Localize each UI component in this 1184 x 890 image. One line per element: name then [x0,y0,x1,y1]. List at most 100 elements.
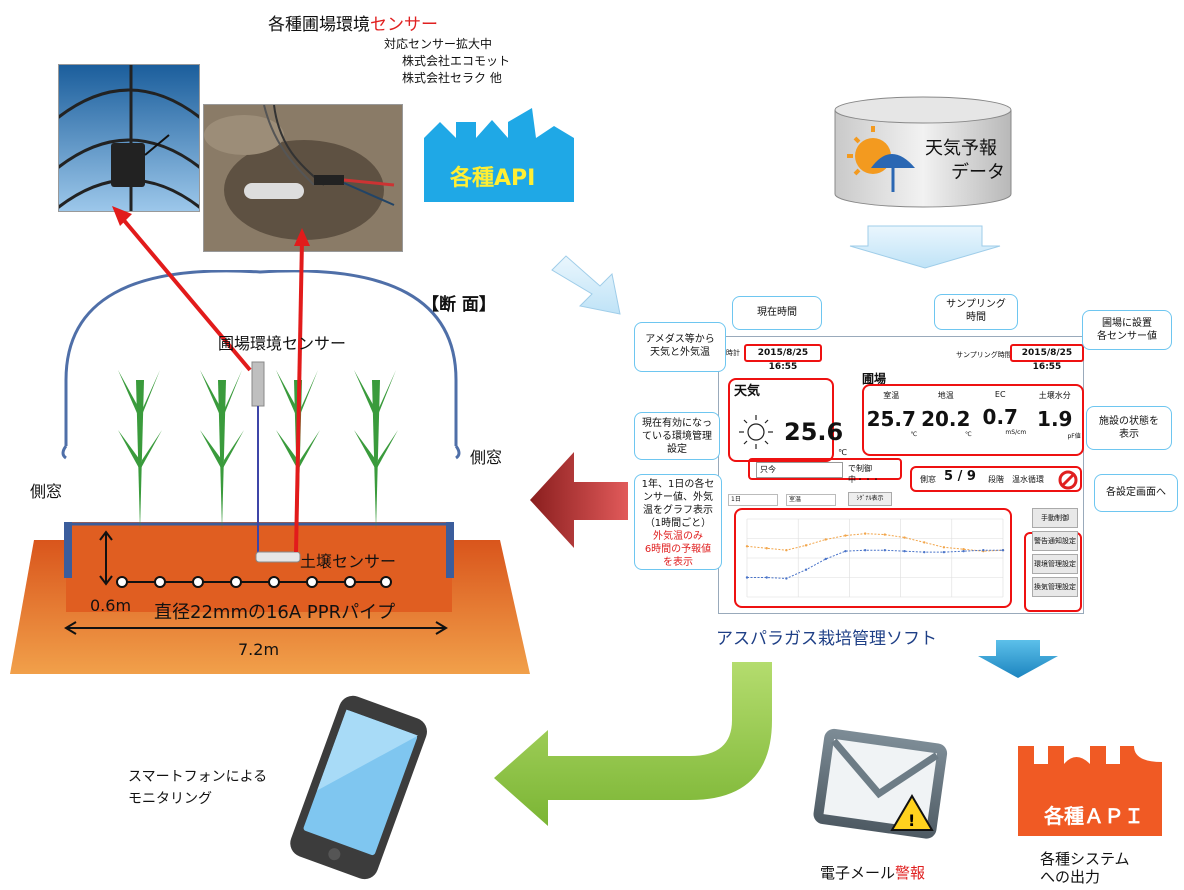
field-sensor-label: 圃場環境センサー [218,334,347,353]
field-panel-title: 圃場 [862,372,887,386]
callout-graph-text: 1年、1日の各セ ンサー値、外気 温をグラフ表示 （1時間ごと） [641,479,715,529]
sensor-note: 対応センサー拡大中 株式会社エコモット 株式会社セラク 他 [384,36,510,87]
settings-button-0[interactable]: 手動制御 [1032,508,1078,528]
api-badge-top: 各種API [424,108,574,202]
callout-graph-red-text: 外気温のみ 6時間の予報値 を表示 [644,531,712,568]
data-point [883,533,887,536]
outside-temp-value: 25.6 [784,418,844,446]
data-point [745,576,749,579]
data-point [765,576,768,579]
graph-series-select[interactable]: 室温 [786,494,836,506]
api-top-label: 各種API [450,166,536,191]
callout-sampling: サンプリング 時間 [934,294,1018,330]
arrow-weather-down [849,225,1001,269]
data-point [863,532,867,535]
cross-section-diagram [0,269,530,690]
soil-sensor-photo [203,104,403,252]
series-line-0 [746,533,1004,552]
data-point [942,550,946,554]
api-output-line1: 各種システム [1040,850,1130,868]
smartphone-label: スマートフォンによる モニタリング [128,766,267,810]
data-point [903,536,906,539]
api-badge-bottom: 各種ＡＰＩ [1018,742,1162,836]
data-point [844,534,847,537]
control-mode-select[interactable]: 只今 [756,462,843,478]
data-point [923,550,926,554]
reading-3: 土壌水分 1.9 pF値 [1029,390,1081,440]
side-window-right-label: 側窓 [470,448,503,467]
email-icon: ! [813,728,948,839]
series-line-1 [747,549,1003,579]
graph-period-select[interactable]: 1日 [728,494,778,506]
callout-control-setting: 現在有効になっ ている環境管理 設定 [634,412,720,460]
svg-text:!: ! [908,811,915,830]
warning-icon [890,794,934,831]
data-point [982,549,985,552]
reading-unit: pF値 [1067,433,1081,440]
data-point [923,541,926,544]
width-label: 7.2m [238,640,280,659]
data-point [824,557,827,561]
reading-label: 土壌水分 [1038,391,1071,400]
data-point [785,549,788,552]
side-window-status-label: 側窓 [920,475,936,484]
sampling-time-value: 2015/8/25 16:55 [1010,344,1084,372]
control-mode-suffix: で制御中・・・ [848,464,880,484]
arrow-to-outputs [978,640,1058,678]
smartphone-label-line1: スマートフォンによる [128,769,268,785]
data-point [804,568,808,571]
reading-value: 20.2 [921,407,971,431]
data-point [844,549,847,553]
sensor-title-text: 各種圃場環境 [268,15,370,35]
sampling-time-label: サンプリング時間 [956,351,1012,359]
email-label-text: 電子メール [820,864,896,882]
settings-button-2[interactable]: 環境管理設定 [1032,554,1078,574]
software-caption: アスパラガス栽培管理ソフト [716,629,937,649]
settings-button-3[interactable]: 換気管理設定 [1032,577,1078,597]
heating-label: 温水循環 [1012,475,1044,484]
settings-button-1[interactable]: 警告通知設定 [1032,531,1078,551]
api-factory-icon [1018,746,1162,836]
reading-label: 地温 [937,391,954,400]
weather-label-line2: データ [951,162,1005,183]
greenhouse-sensor-photo [58,64,200,212]
reading-label: EC [994,390,1006,399]
side-window-status-unit: 段階 [988,475,1004,484]
current-time-value: 2015/8/25 16:55 [744,344,822,372]
sensor-note-line2: 株式会社エコモット [402,54,511,68]
reading-value: 25.7 [866,407,916,431]
weather-panel [728,378,834,462]
data-point [942,546,946,549]
callout-settings: 各設定画面へ [1094,474,1178,512]
pipe-label: 直径22mmの16A PPRパイプ [154,602,396,623]
data-point [1001,549,1005,552]
asparagus-plants [118,370,398,530]
data-point [962,549,965,553]
data-point [804,544,808,547]
sensor-note-line1: 対応センサー拡大中 [384,37,493,51]
facility-status-panel: 側窓 5 / 9 段階 温水循環 [910,466,1082,492]
callout-amedas: アメダス等から 天気と外気温 [634,322,726,372]
sensor-note-line3: 株式会社セラク 他 [402,71,502,85]
api-output-line2: への出力 [1040,868,1101,886]
data-point [903,549,906,553]
sensor-graph-panel [734,508,1012,608]
sun-icon [739,415,773,449]
data-point [863,549,867,552]
callout-current-time: 現在時間 [732,296,822,330]
control-mode-value: 只今 [760,465,776,474]
reading-unit: mS/cm [1005,429,1027,436]
api-building-icon [424,108,574,202]
api-output-label: 各種システム への出力 [1040,850,1130,886]
api-bottom-label: 各種ＡＰＩ [1044,804,1144,828]
email-label: 電子メール警報 [820,862,925,883]
reading-value: 0.7 [982,405,1018,429]
data-point [962,548,965,551]
reading-value: 1.9 [1037,407,1073,431]
sensor-section-title: 各種圃場環境センサー [268,10,438,35]
settings-buttons-panel: 手動制御警告通知設定環境管理設定換気管理設定 [1024,508,1082,612]
control-mode-panel: 只今 で制御中・・・ [748,458,902,484]
graph-display-button[interactable]: ｼｸﾞﾅﾙ表示 [848,492,892,506]
